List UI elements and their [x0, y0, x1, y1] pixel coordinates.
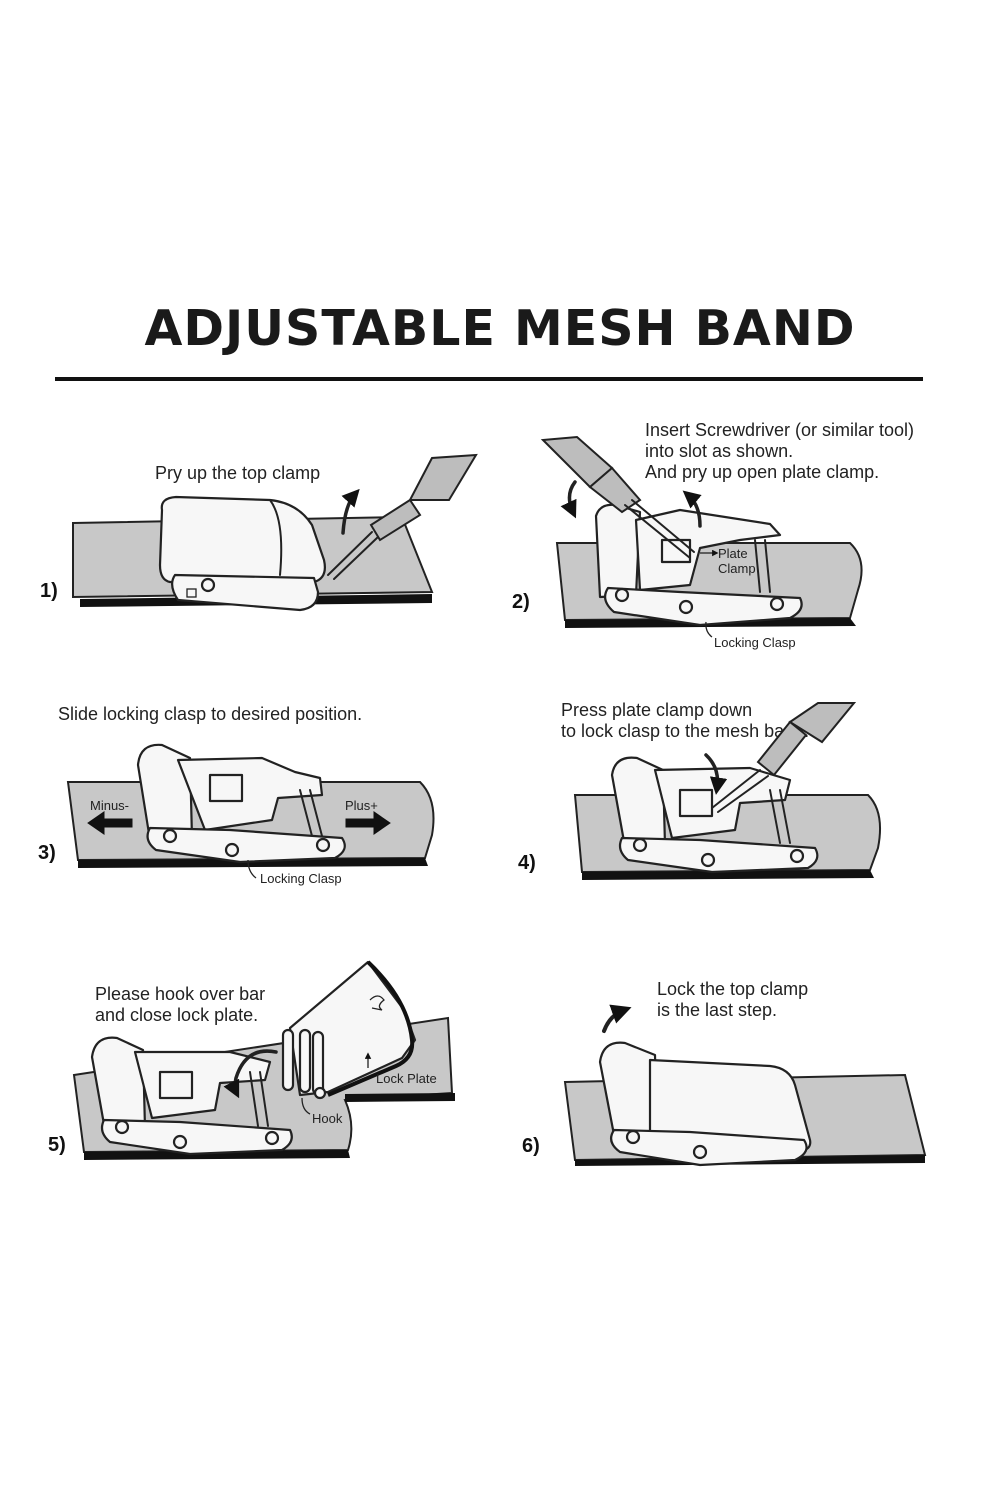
step-2-number: 2) — [512, 591, 530, 613]
screwdriver-grip — [588, 466, 642, 514]
up-arrow — [602, 1004, 632, 1033]
clasp-frame — [610, 756, 667, 849]
right-arrow-icon — [345, 811, 391, 835]
up-arrow — [682, 490, 702, 528]
plate-slot — [660, 538, 692, 564]
up-arrow — [341, 488, 360, 535]
lock-plate-label: Lock Plate — [376, 1071, 437, 1086]
step-2-caption-line-2: into slot as shown. — [645, 441, 793, 461]
clasp-frame — [136, 743, 194, 842]
plate-slot — [158, 1070, 194, 1100]
plate-clamp-label-1: Plate — [718, 546, 748, 561]
screwdriver-handle — [408, 453, 478, 501]
screwdriver-shaft — [711, 769, 761, 809]
screwdriver-grip — [756, 720, 808, 777]
screwdriver-handle — [788, 702, 857, 744]
step-2-panel: Insert Screwdriver (or similar tool) int… — [512, 420, 914, 650]
step-4-number: 4) — [518, 852, 536, 874]
step-1-panel: Pry up the top clamp 1) — [40, 453, 478, 612]
locking-clasp-label: Locking Clasp — [714, 635, 796, 650]
locking-clasp — [100, 1118, 293, 1156]
minus-label: Minus- — [90, 798, 129, 813]
screwdriver-shaft — [327, 531, 373, 576]
step-6-number: 6) — [522, 1135, 540, 1157]
locking-clasp — [146, 826, 346, 864]
down-arrow — [560, 480, 577, 519]
step-3-panel: Slide locking clasp to desired position.… — [38, 704, 435, 886]
hook-label: Hook — [312, 1111, 343, 1126]
page-title: ADJUSTABLE MESH BAND — [144, 300, 856, 357]
step-6-caption-line-1: Lock the top clamp — [657, 979, 808, 999]
plate-slot — [678, 788, 714, 818]
step-3-number: 3) — [38, 842, 56, 864]
locking-clasp — [618, 836, 819, 874]
locking-clasp — [603, 586, 803, 627]
top-clamp — [158, 495, 326, 584]
step-5-caption-line-1: Please hook over bar — [95, 984, 265, 1004]
plate-slot — [208, 773, 244, 803]
step-4-caption-line-2: to lock clasp to the mesh band. — [561, 721, 809, 741]
lock-plate-edge — [327, 960, 415, 1097]
plus-label: Plus+ — [345, 798, 378, 813]
step-1-caption: Pry up the top clamp — [155, 463, 320, 483]
locking-clasp — [609, 1128, 808, 1167]
step-4-caption-line-1: Press plate clamp down — [561, 700, 752, 720]
plate-clamp-label-2: Clamp — [718, 561, 756, 576]
hook — [313, 1086, 327, 1100]
step-3-caption: Slide locking clasp to desired position. — [58, 704, 362, 724]
step-6-caption-line-2: is the last step. — [657, 1000, 777, 1020]
plate-clamp — [634, 508, 782, 592]
hinge-bar-1 — [281, 1028, 295, 1092]
title-divider — [55, 377, 923, 381]
left-arrow-icon — [87, 811, 133, 835]
clasp-frame — [90, 1036, 147, 1132]
screwdriver-grip — [369, 498, 422, 542]
screwdriver-shaft — [624, 504, 691, 559]
hinge-bar-3 — [311, 1030, 325, 1096]
curved-arrow — [223, 1049, 278, 1099]
step-2-caption-line-3: And pry up open plate clamp. — [645, 462, 879, 482]
step-2-caption-line-1: Insert Screwdriver (or similar tool) — [645, 420, 914, 440]
plate-clamp — [133, 1050, 272, 1120]
step-5-caption-line-2: and close lock plate. — [95, 1005, 258, 1025]
step-6-panel: Lock the top clamp is the last step. 6) — [522, 979, 927, 1167]
down-arrow — [704, 753, 728, 795]
step-1-number: 1) — [40, 580, 58, 602]
step-4-panel: Press plate clamp down to lock clasp to … — [518, 700, 881, 880]
step-5-panel: Please hook over bar and close lock plat… — [48, 960, 455, 1160]
step-5-number: 5) — [48, 1134, 66, 1156]
clasp-frame — [594, 503, 642, 599]
locking-clasp-label: Locking Clasp — [260, 871, 342, 886]
hinge-bar-2 — [298, 1028, 312, 1094]
